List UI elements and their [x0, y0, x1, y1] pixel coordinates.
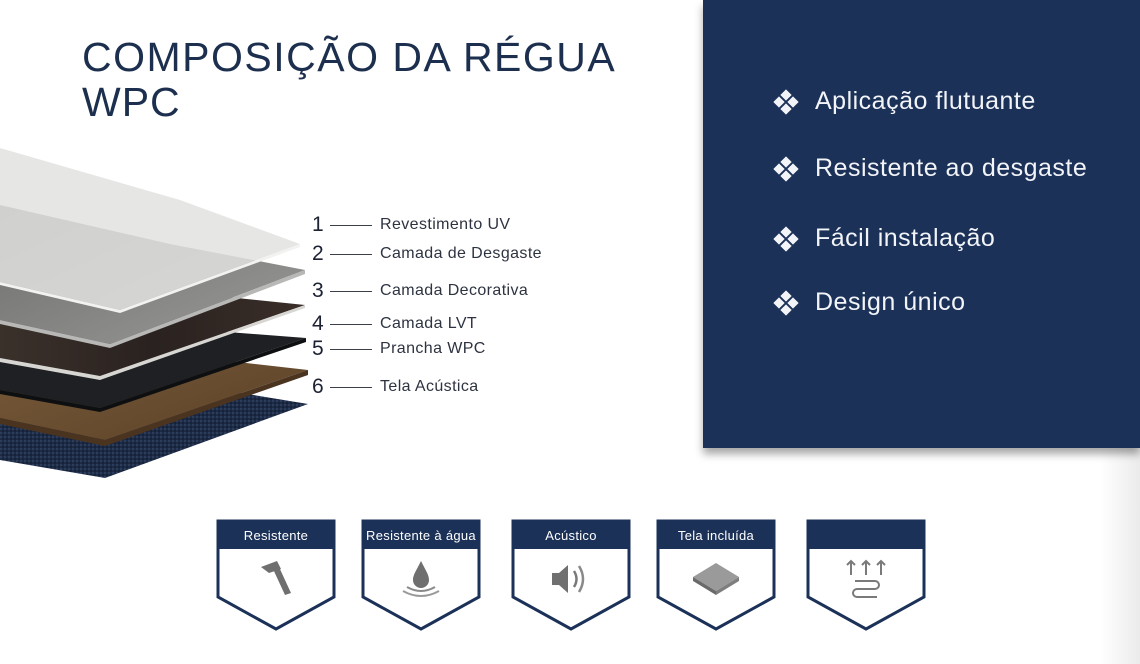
features-panel: Aplicação flutuante Resistente ao desgas… [703, 0, 1140, 448]
title-line-2: WPC [82, 79, 181, 125]
heating-arrows-icon [846, 559, 886, 598]
diamond-bullet-icon [773, 225, 799, 252]
badge-heating [806, 519, 926, 631]
layer-name: Camada de Desgaste [380, 245, 542, 262]
feature-item: Resistente ao desgaste [773, 154, 1087, 183]
layer-name: Camada Decorativa [380, 282, 529, 299]
diamond-bullet-icon [773, 155, 799, 182]
layer-name: Revestimento UV [380, 216, 511, 233]
hammer-icon [261, 561, 291, 595]
leader-line [330, 323, 372, 325]
layer-number: 4 [312, 312, 324, 335]
layer-name: Prancha WPC [380, 340, 486, 357]
badge-resistente: Resistente [216, 519, 336, 631]
leader-line [330, 224, 372, 226]
page-title: COMPOSIÇÃO DA RÉGUA WPC [82, 34, 616, 124]
layer-label-3: 3 Camada Decorativa [312, 279, 529, 302]
leader-line [330, 348, 372, 350]
layer-label-5: 5 Prancha WPC [312, 337, 486, 360]
feature-item: Aplicação flutuante [773, 87, 1036, 116]
badge-resistente-agua: Resistente à água [361, 519, 481, 631]
layer-name: Tela Acústica [380, 378, 479, 395]
feature-item: Fácil instalação [773, 224, 995, 253]
water-drop-icon [402, 561, 440, 597]
badge-tela-incluida: Tela incluída [656, 519, 776, 631]
tile-icon [693, 563, 739, 595]
leader-line [330, 386, 372, 388]
badge-label: Tela incluída [677, 527, 755, 543]
diamond-bullet-icon [773, 289, 799, 316]
layer-number: 1 [312, 213, 324, 236]
badge-label: Acústico [545, 527, 597, 543]
layer-number: 2 [312, 242, 324, 265]
shield-shape [511, 519, 631, 631]
badge-label: Resistente à água [366, 527, 476, 543]
leader-line [330, 253, 372, 255]
badge-label [810, 523, 922, 547]
right-edge-shadow [1100, 440, 1140, 664]
layer-label-2: 2 Camada de Desgaste [312, 242, 542, 265]
feature-label: Resistente ao desgaste [815, 154, 1088, 182]
feature-label: Aplicação flutuante [815, 87, 1036, 115]
badge-acustico: Acústico [511, 519, 631, 631]
badge-label: Resistente [243, 527, 309, 543]
speaker-icon [552, 565, 585, 593]
layer-label-6: 6 Tela Acústica [312, 375, 479, 398]
feature-item: Design único [773, 288, 966, 317]
layer-uv-coating [0, 148, 300, 310]
diamond-bullet-icon [773, 88, 799, 115]
layer-label-1: 1 Revestimento UV [312, 213, 511, 236]
layer-stack-illustration [0, 148, 308, 478]
leader-line [330, 290, 372, 292]
feature-label: Design único [815, 288, 966, 316]
layer-number: 5 [312, 337, 324, 360]
layer-name: Camada LVT [380, 315, 478, 332]
layer-label-4: 4 Camada LVT [312, 312, 478, 335]
feature-label: Fácil instalação [815, 224, 996, 252]
layer-number: 6 [312, 375, 324, 398]
layer-number: 3 [312, 279, 324, 302]
title-line-1: COMPOSIÇÃO DA RÉGUA [82, 34, 617, 80]
